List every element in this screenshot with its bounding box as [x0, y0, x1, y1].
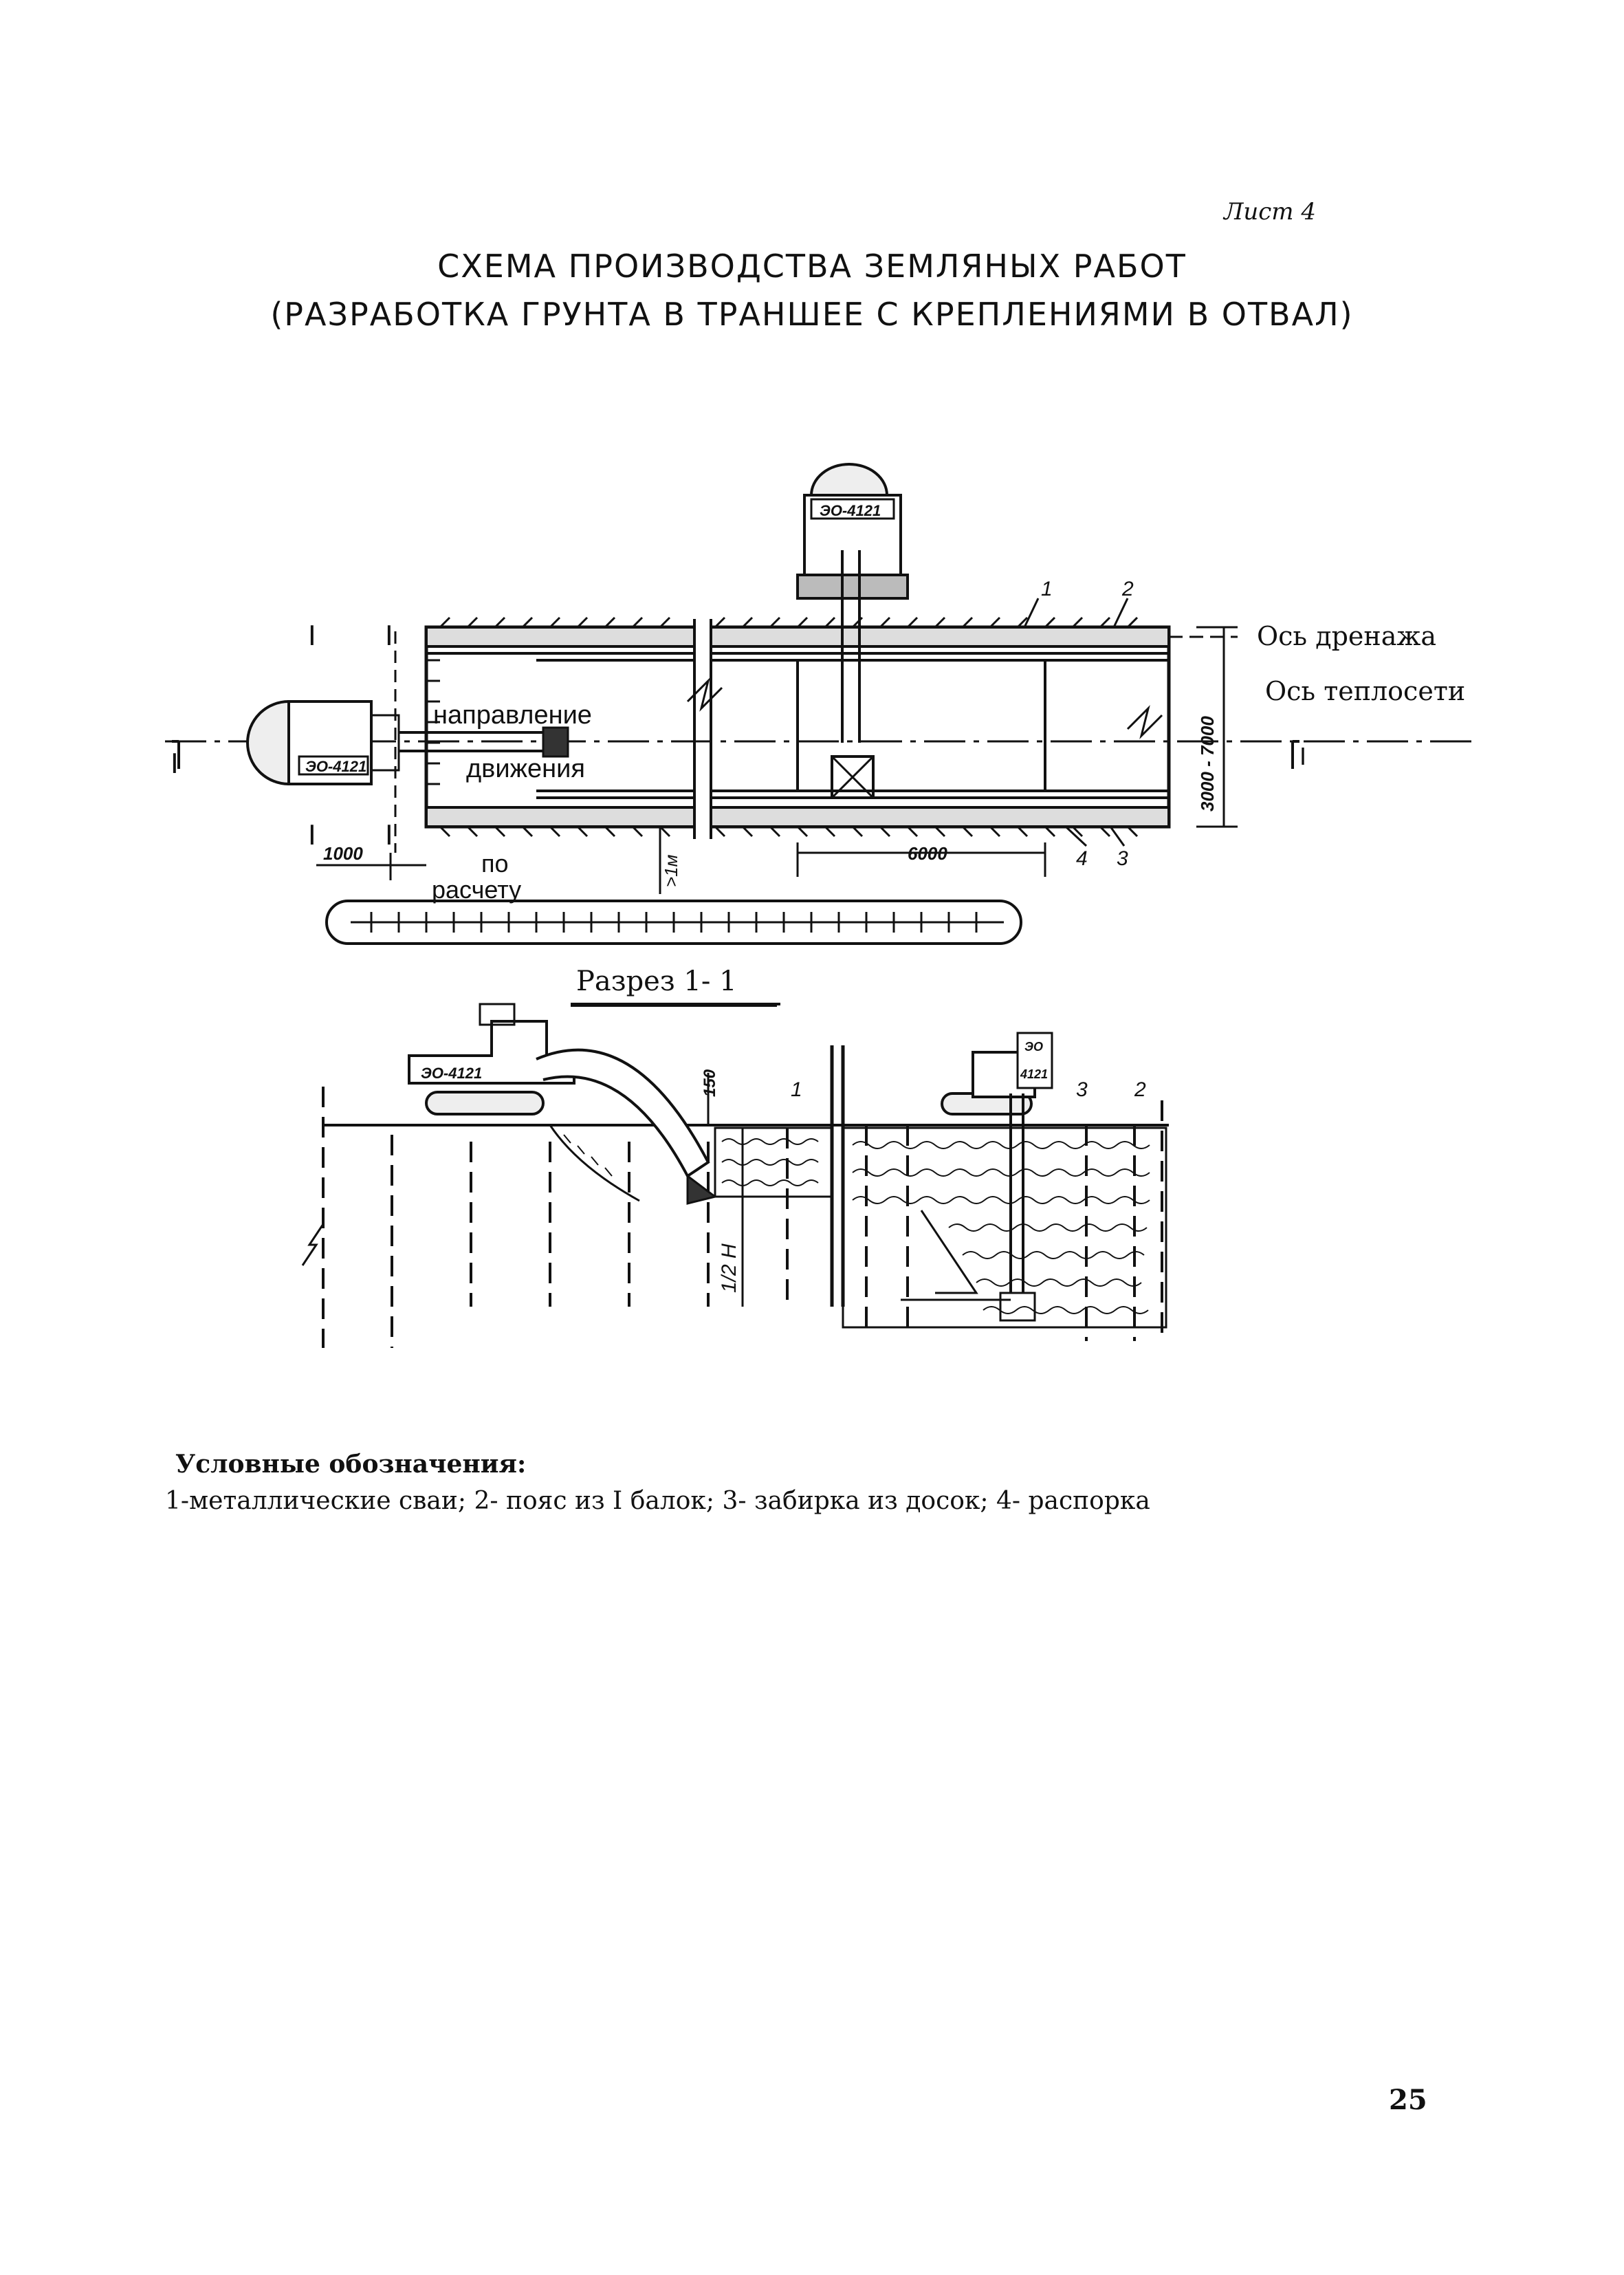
excavator-section — [408, 1003, 718, 1205]
section-mark-axis-right: I — [1299, 742, 1306, 770]
section-mark-axis-left: I — [171, 747, 179, 779]
dim-1m: >1м — [661, 854, 681, 887]
section-callout-3: 3 — [1076, 1078, 1088, 1101]
bottom-wall-band — [425, 806, 1170, 828]
left-wall-ticks — [426, 659, 440, 785]
excavator-top-label: ЭО-4121 — [820, 502, 881, 519]
ground-hatch-bottom — [439, 825, 1139, 838]
section-excavator-label: ЭО-4121 — [421, 1065, 482, 1082]
by-calc-label-2: расчету — [432, 875, 521, 904]
excavator-top-plan — [796, 463, 909, 799]
section-excavator-small-label-2: 4121 — [1020, 1067, 1048, 1081]
section-right-hatch — [852, 1141, 1150, 1314]
dim-6000: 6000 — [908, 843, 947, 864]
plan-callout-2: 2 — [1121, 578, 1134, 600]
excavator-left-label: ЭО-4121 — [305, 758, 366, 775]
plan-view — [165, 463, 1471, 945]
page-title: СХЕМА ПРОИЗВОДСТВА ЗЕМЛЯНЫХ РАБОТ — [437, 248, 1187, 285]
dim-1000: 1000 — [323, 843, 363, 864]
page-number: 25 — [1389, 2084, 1427, 2116]
section-view — [301, 1003, 1169, 1348]
sheet-number: Лист 4 — [1224, 198, 1316, 226]
direction-label-1: направление — [433, 701, 592, 730]
ground-hatch-top — [439, 616, 1139, 629]
section-title: Разрез 1- 1 — [576, 966, 737, 997]
drainage-axis-label: Ось дренажа — [1257, 621, 1436, 651]
dim-150: 150 — [701, 1069, 719, 1097]
section-mark-top-left: I — [308, 619, 316, 651]
top-wall-band — [425, 626, 1170, 648]
plan-callout-1: 1 — [1041, 578, 1053, 600]
spoil-pile — [325, 900, 1022, 945]
section-mark-bottom-right: I — [385, 818, 393, 851]
section-excavator-small-label-1: ЭО — [1024, 1040, 1043, 1054]
legend-text: 1-металлические сваи; 2- пояс из I балок… — [165, 1487, 1150, 1515]
excavator-left-plan — [246, 699, 569, 786]
plan-callout-4: 4 — [1076, 847, 1088, 870]
dim-width: 3000 - 7000 — [1197, 716, 1218, 812]
section-mark-top-right: I — [385, 619, 393, 651]
legend-title: Условные обозначения: — [175, 1450, 527, 1479]
section-mark-bottom-left: I — [308, 818, 316, 851]
heating-axis-label: Ось теплосети — [1265, 676, 1465, 706]
by-calc-label-1: по — [481, 849, 509, 878]
dim-half-h: 1/2 H — [718, 1243, 740, 1293]
excavator-section-small — [941, 1032, 1053, 1322]
spoil-pile-ticks — [370, 912, 978, 933]
section-callout-2: 2 — [1134, 1078, 1146, 1101]
plan-callout-3: 3 — [1117, 847, 1128, 870]
section-piles-left — [322, 1087, 789, 1348]
section-callout-1: 1 — [791, 1078, 802, 1101]
direction-label-2: движения — [466, 754, 585, 783]
page-subtitle: (РАЗРАБОТКА ГРУНТА В ТРАНШЕЕ С КРЕПЛЕНИЯ… — [270, 296, 1354, 333]
